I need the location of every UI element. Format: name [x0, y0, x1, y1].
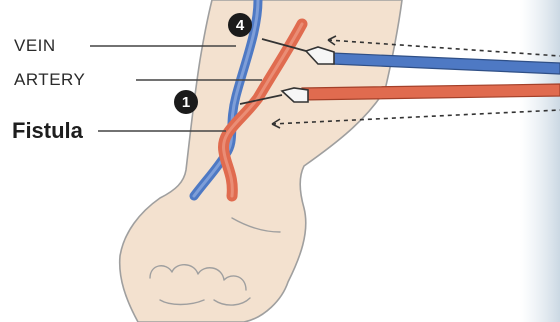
forearm: [120, 0, 402, 322]
arterial-marker-number: 1: [182, 94, 190, 111]
artery-label: ARTERY: [14, 71, 85, 88]
fistula-label: Fistula: [12, 120, 83, 142]
venous-marker-number: 4: [236, 17, 245, 34]
venous-needle-marker: 4: [228, 13, 252, 37]
arterial-needle-marker: 1: [174, 90, 198, 114]
vein-label: VEIN: [14, 37, 56, 54]
right-edge-panel: [520, 0, 560, 322]
